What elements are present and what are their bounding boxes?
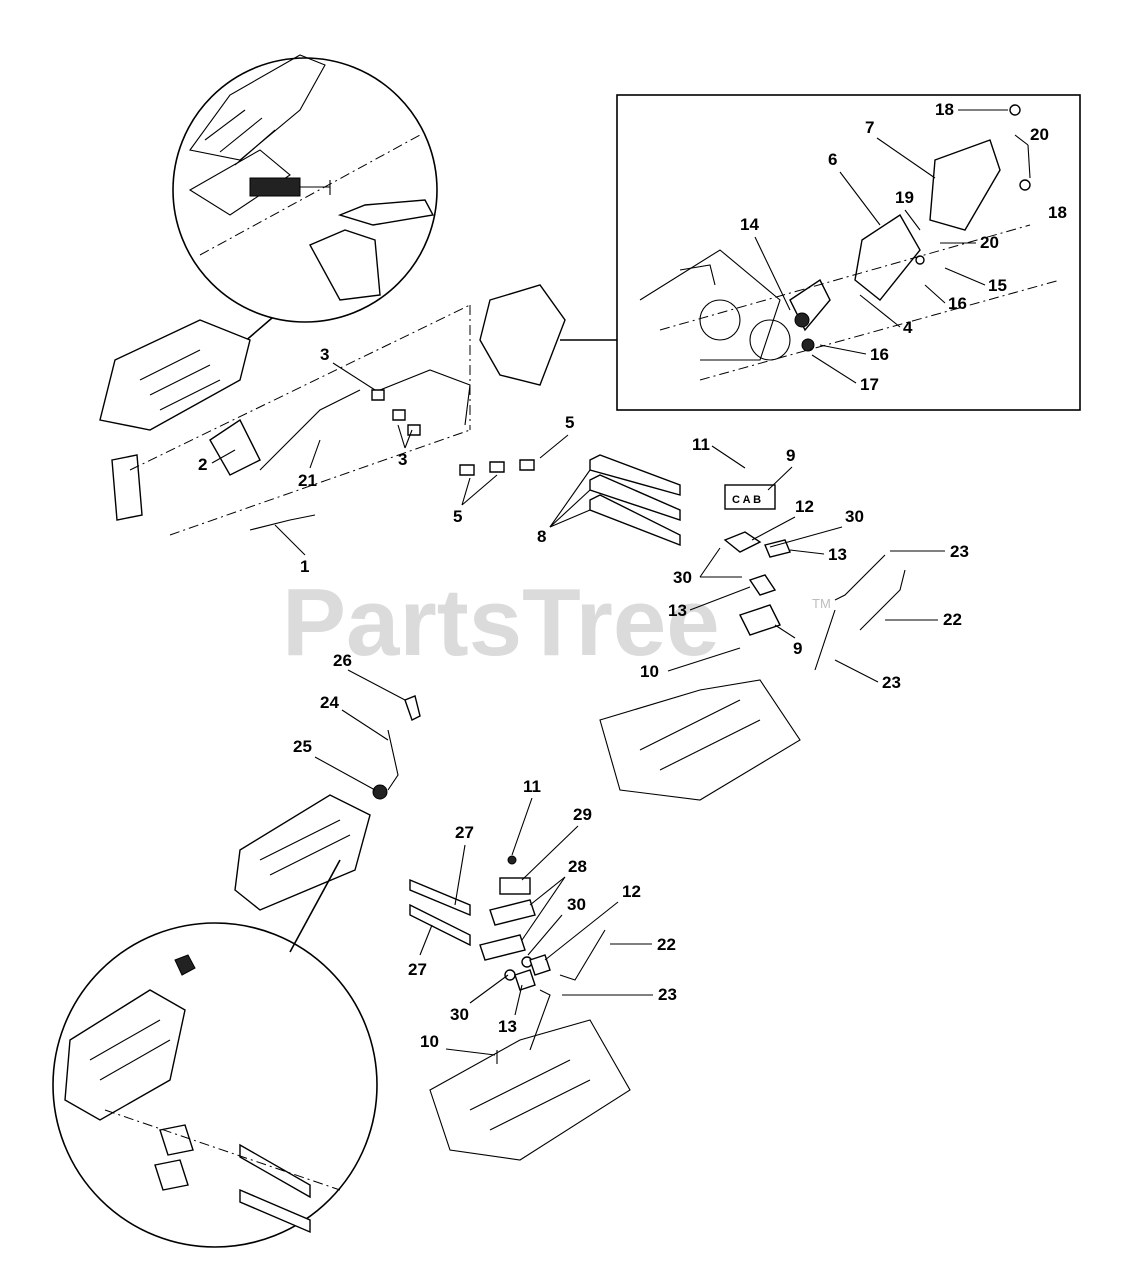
callout-16a: 16 bbox=[948, 294, 967, 313]
callout-16b: 16 bbox=[870, 345, 889, 364]
callout-24: 24 bbox=[320, 693, 339, 712]
inset-drawing bbox=[639, 104, 1061, 381]
callout-21: 21 bbox=[298, 471, 317, 490]
callout-17: 17 bbox=[860, 375, 879, 394]
callout-18b: 18 bbox=[1048, 203, 1067, 222]
callout-13c: 13 bbox=[498, 1017, 517, 1036]
callout-3b: 3 bbox=[398, 450, 407, 469]
upper-assembly: C A B bbox=[99, 284, 906, 801]
callout-18a: 18 bbox=[935, 100, 954, 119]
callout-29: 29 bbox=[573, 805, 592, 824]
callout-30a: 30 bbox=[845, 507, 864, 526]
watermark-trademark: TM bbox=[812, 596, 831, 611]
callout-1: 1 bbox=[300, 557, 309, 576]
callout-13b: 13 bbox=[668, 601, 687, 620]
callout-22a: 22 bbox=[943, 610, 962, 629]
leader-circle-bottom bbox=[289, 859, 341, 953]
detail-circle-top bbox=[172, 54, 438, 323]
callout-5a: 5 bbox=[565, 413, 574, 432]
callout-2: 2 bbox=[198, 455, 207, 474]
callout-11a: 11 bbox=[692, 435, 710, 454]
callout-11b: 11 bbox=[523, 777, 541, 796]
callout-27b: 27 bbox=[408, 960, 427, 979]
callout-19: 19 bbox=[895, 188, 914, 207]
watermark-text: PartsTree bbox=[282, 569, 720, 676]
callout-9b: 9 bbox=[793, 639, 802, 658]
detail-circle-bottom bbox=[52, 922, 378, 1248]
callout-23c: 23 bbox=[658, 985, 677, 1004]
callout-6: 6 bbox=[828, 150, 837, 169]
callout-13a: 13 bbox=[828, 545, 847, 564]
lower-assembly bbox=[234, 695, 631, 1161]
callout-26: 26 bbox=[333, 651, 352, 670]
callout-10a: 10 bbox=[640, 662, 659, 681]
callout-23a: 23 bbox=[950, 542, 969, 561]
callout-20a: 20 bbox=[1030, 125, 1049, 144]
callout-8: 8 bbox=[537, 527, 546, 546]
callout-12a: 12 bbox=[795, 497, 814, 516]
callout-10b: 10 bbox=[420, 1032, 439, 1051]
callout-30d: 30 bbox=[450, 1005, 469, 1024]
callout-23b: 23 bbox=[882, 673, 901, 692]
callout-28: 28 bbox=[568, 857, 587, 876]
callout-12b: 12 bbox=[622, 882, 641, 901]
callout-30b: 30 bbox=[673, 568, 692, 587]
callout-20b: 20 bbox=[980, 233, 999, 252]
inset-box bbox=[616, 94, 1081, 411]
callout-30c: 30 bbox=[567, 895, 586, 914]
callout-9a: 9 bbox=[786, 446, 795, 465]
callout-7: 7 bbox=[865, 118, 874, 137]
callout-15: 15 bbox=[988, 276, 1007, 295]
block-marking: C A B bbox=[732, 494, 761, 506]
callout-22b: 22 bbox=[657, 935, 676, 954]
callout-3a: 3 bbox=[320, 345, 329, 364]
callout-5b: 5 bbox=[453, 507, 462, 526]
callout-14: 14 bbox=[740, 215, 759, 234]
callout-27a: 27 bbox=[455, 823, 474, 842]
callout-4: 4 bbox=[903, 318, 913, 337]
callout-25: 25 bbox=[293, 737, 312, 756]
